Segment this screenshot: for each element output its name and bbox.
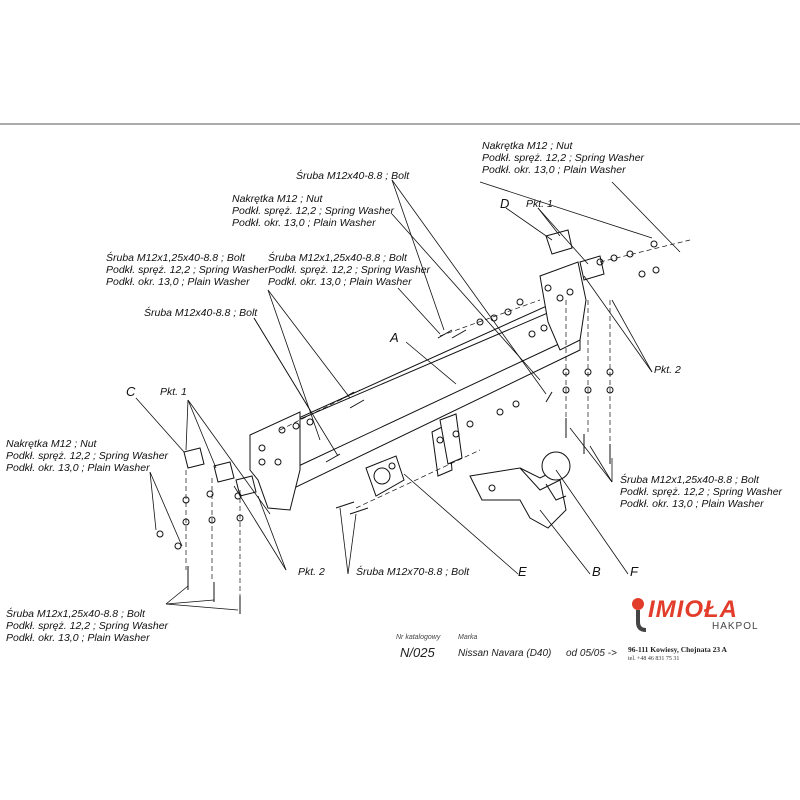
label-bolt-m12x70: Śruba M12x70-8.8 ; Bolt — [356, 566, 470, 578]
date-value: od 05/05 -> — [566, 648, 617, 659]
part-letter-E: E — [518, 564, 527, 579]
part-letter-D: D — [500, 196, 510, 211]
label-pkt2-left: Pkt. 2 — [298, 566, 325, 578]
company-address: 96-111 Kowiesy, Chojnata 23 A — [628, 645, 727, 654]
part-letter-B: B — [592, 564, 601, 579]
catalog-label: Nr katalogowy — [396, 634, 441, 641]
crossbar-A — [249, 261, 587, 511]
brand-value: Nissan Navara (D40) — [458, 648, 552, 659]
label-bolt-top: Śruba M12x40-8.8 ; Bolt — [296, 170, 410, 182]
brand-label: Marka — [458, 634, 478, 641]
catalog-value: N/025 — [400, 645, 435, 660]
label-pkt1-left: Pkt. 1 — [160, 386, 187, 398]
part-letter-C: C — [126, 384, 136, 399]
tow-ball-B — [469, 451, 571, 529]
hitch-logo-icon — [632, 598, 647, 632]
label-pkt1-right: Pkt. 1 — [526, 198, 553, 210]
company-phone: tel. +48 46 831 75 31 — [628, 656, 680, 662]
axis-lines — [185, 239, 691, 596]
label-bolt-left: Śruba M12x40-8.8 ; Bolt — [144, 307, 258, 319]
label-pkt2-right: Pkt. 2 — [654, 364, 681, 376]
leader-lines — [135, 179, 681, 611]
logo-name: IMIOŁA — [648, 596, 738, 623]
part-letter-F: F — [630, 564, 638, 579]
part-letter-A: A — [390, 330, 399, 345]
socket-plate-E — [365, 455, 405, 497]
logo-sub: HAKPOL — [712, 621, 759, 632]
